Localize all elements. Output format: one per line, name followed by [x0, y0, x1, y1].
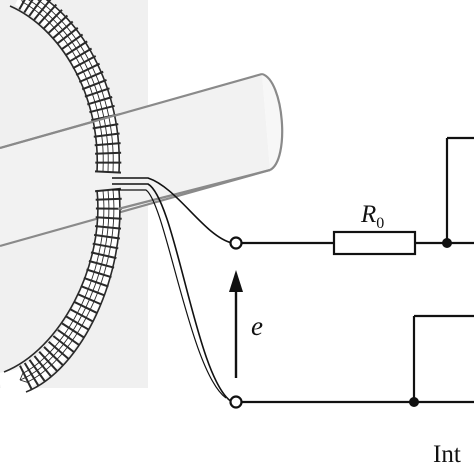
coil-leads: [112, 177, 233, 403]
coil-strand: [19, 189, 115, 383]
resistor-subscript: 0: [376, 215, 384, 232]
terminal-top: [229, 236, 243, 250]
circuit: [229, 136, 474, 409]
rogowski-coil: [0, 0, 122, 395]
coil-strand: [37, 0, 114, 173]
resistor-label: R0: [360, 201, 384, 232]
integrator-label: Int: [433, 441, 461, 468]
primary-conductor-front: [0, 112, 271, 211]
junction-dot-top: [442, 238, 452, 248]
emf-label: e: [251, 311, 263, 341]
coil-strand: [21, 0, 104, 172]
coil-strand: [28, 0, 109, 173]
coil-strand: [19, 189, 110, 381]
conductor-end-cap: [261, 72, 284, 171]
junction-dot-bottom: [409, 397, 419, 407]
conductor-body: [0, 74, 270, 246]
conductor-front-bottom-edge: [117, 168, 271, 211]
lead-return: [112, 189, 227, 399]
coil-outer-edge-lower: [25, 189, 121, 393]
conductor-front-top-edge: [0, 112, 121, 150]
terminal-bottom: [229, 395, 243, 409]
lead-to-top-terminal: [112, 177, 233, 244]
coil-winding-turn: [18, 0, 26, 10]
lead-to-bottom-terminal: [112, 183, 233, 403]
coil-strand: [19, 190, 105, 381]
resistor-r0: [332, 230, 417, 256]
emf-arrow-head: [229, 270, 243, 292]
